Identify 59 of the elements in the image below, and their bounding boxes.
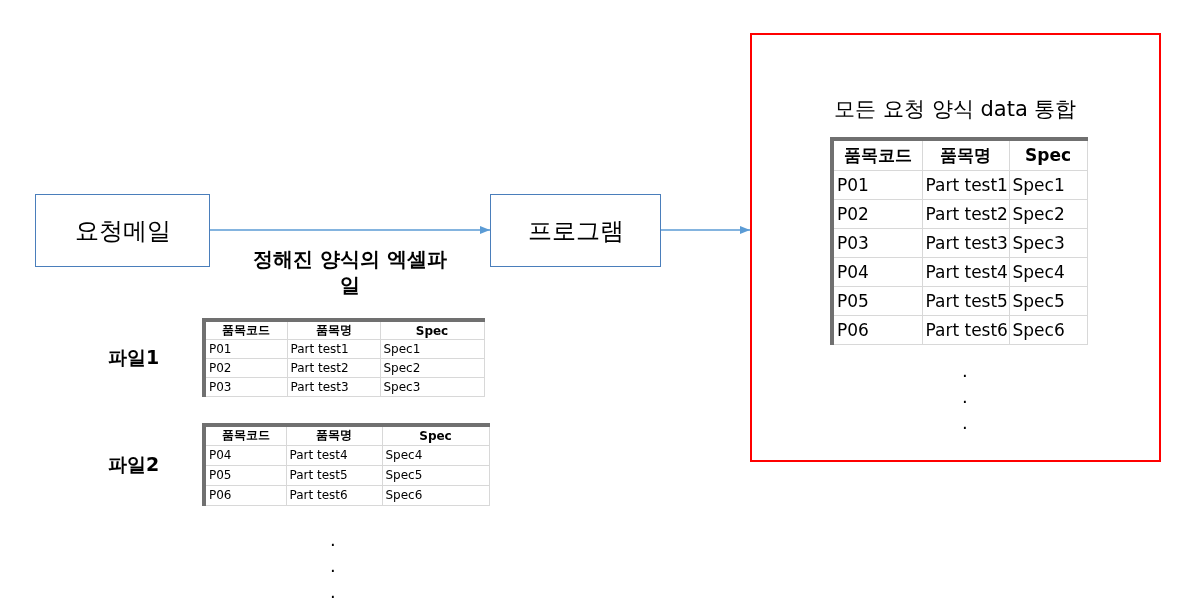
column-heading: 품목명	[922, 139, 1009, 170]
table-entry: Spec2	[1009, 199, 1087, 228]
table-entry: P04	[204, 445, 286, 465]
table-entry: Part test5	[922, 286, 1009, 315]
ellipsis-dot: .	[330, 529, 336, 550]
table-entry: P02	[204, 358, 287, 378]
table-entry: P04	[832, 257, 922, 286]
table-entry: Part test5	[286, 465, 382, 485]
table-entry: Part test3	[922, 228, 1009, 257]
file-name: 파일1	[108, 345, 160, 370]
ellipsis-dot: .	[962, 412, 968, 433]
table-entry: Part test1	[922, 170, 1009, 199]
column-heading: Spec	[380, 320, 484, 340]
table-entry: P03	[832, 228, 922, 257]
table-entry: Spec6	[1009, 315, 1087, 344]
table-entry: Part test1	[287, 339, 380, 359]
table-entry: P01	[204, 339, 287, 359]
column-heading: Spec	[1009, 139, 1087, 170]
column-heading: Spec	[382, 425, 489, 445]
ellipsis-dot: .	[330, 581, 336, 602]
table-entry: Spec3	[1009, 228, 1087, 257]
column-heading: 품목명	[286, 425, 382, 445]
arrow	[209, 225, 491, 235]
ellipsis-dot: .	[962, 360, 968, 381]
table-entry: Part test6	[286, 485, 382, 505]
table-entry: Part test2	[287, 358, 380, 378]
table-entry: Spec1	[380, 339, 484, 359]
ellipsis-dot: .	[330, 555, 336, 576]
panel-frame	[750, 33, 1161, 462]
arrow	[660, 225, 751, 235]
table-entry: P06	[832, 315, 922, 344]
table-entry: Spec5	[382, 465, 489, 485]
panel-heading: 모든 요청 양식 data 통합	[833, 96, 1078, 123]
table-entry: P02	[832, 199, 922, 228]
table-entry: P06	[204, 485, 286, 505]
column-heading: 품목명	[287, 320, 380, 340]
table-entry: Spec4	[382, 445, 489, 465]
process-box: 프로그램	[490, 194, 661, 267]
table-entry: P05	[204, 465, 286, 485]
table-entry: Spec1	[1009, 170, 1087, 199]
table-entry: Spec3	[380, 377, 484, 397]
table-entry: Part test3	[287, 377, 380, 397]
column-heading: 품목코드	[204, 320, 287, 340]
table-entry: P01	[832, 170, 922, 199]
table-entry: Spec5	[1009, 286, 1087, 315]
process-box: 요청메일	[35, 194, 210, 267]
table-entry: Part test2	[922, 199, 1009, 228]
table-entry: Part test6	[922, 315, 1009, 344]
table-entry: Spec6	[382, 485, 489, 505]
table-entry: Part test4	[922, 257, 1009, 286]
table-entry: Spec4	[1009, 257, 1087, 286]
ellipsis-dot: .	[962, 386, 968, 407]
table-entry: P05	[832, 286, 922, 315]
column-heading: 품목코드	[832, 139, 922, 170]
table-entry: Part test4	[286, 445, 382, 465]
table-entry: P03	[204, 377, 287, 397]
file-name: 파일2	[108, 452, 160, 477]
column-heading: 품목코드	[204, 425, 286, 445]
table-entry: Spec2	[380, 358, 484, 378]
